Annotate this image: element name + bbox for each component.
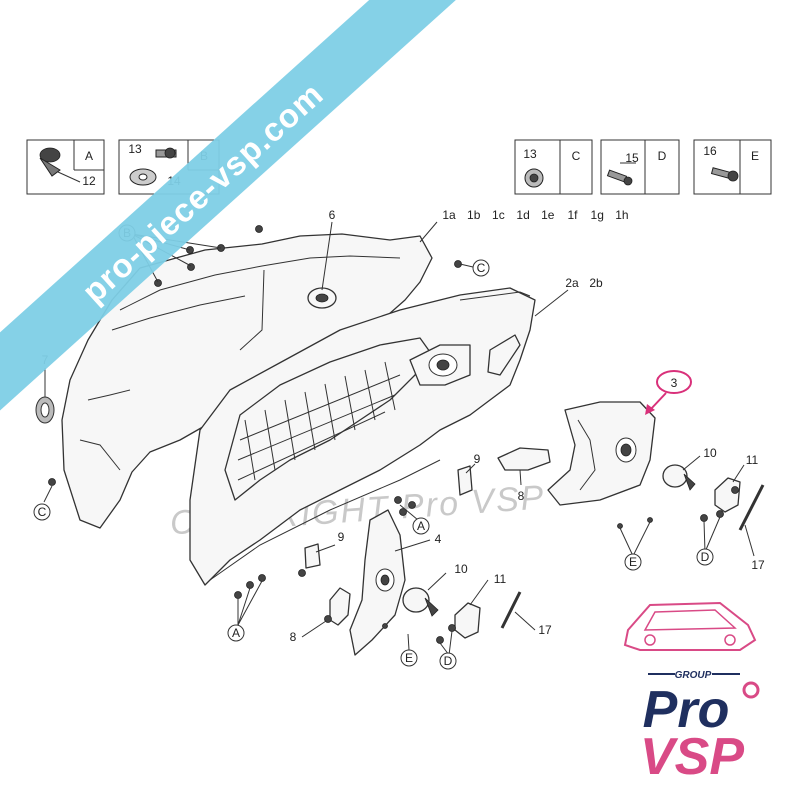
part-10-fog-lamp-right bbox=[662, 464, 696, 491]
variant-label-2a: 2a bbox=[565, 276, 579, 290]
part-17-rod-low bbox=[500, 591, 522, 629]
legend-letter-a: A bbox=[85, 149, 93, 163]
part-4-bracket bbox=[349, 509, 406, 656]
label-9-left: 9 bbox=[338, 530, 345, 544]
variant-label-2b: 2b bbox=[589, 276, 603, 290]
label-8-right: 8 bbox=[518, 489, 525, 503]
label-3: 3 bbox=[671, 376, 678, 390]
highlight-part-3: 3 bbox=[645, 370, 692, 415]
part-11-bracket-low bbox=[454, 602, 481, 639]
part-10-fog-lamp-low bbox=[402, 587, 439, 617]
legend-box-a: A 12 bbox=[26, 139, 105, 195]
label-8-left: 8 bbox=[290, 630, 297, 644]
part-17-rod-right bbox=[738, 484, 765, 531]
legend-box-c: 13 C bbox=[514, 139, 593, 195]
label-11-right: 11 bbox=[746, 453, 759, 467]
legend-letter-e: E bbox=[751, 149, 759, 163]
label-11-low: 11 bbox=[494, 572, 507, 586]
label-10-right: 10 bbox=[703, 446, 717, 460]
rivet-icon bbox=[606, 169, 633, 186]
svg-text:D: D bbox=[701, 550, 710, 564]
svg-text:E: E bbox=[629, 555, 637, 569]
callout-a-mid: A bbox=[412, 517, 430, 535]
part-9-right-bracket bbox=[457, 465, 473, 496]
label-4: 4 bbox=[435, 532, 442, 546]
label-17-right: 17 bbox=[751, 558, 765, 572]
variant-label-1h: 1h bbox=[615, 208, 628, 222]
legend-box-e: 16 E bbox=[693, 139, 772, 195]
part-11-bracket-right bbox=[714, 477, 741, 513]
variant-label-1g: 1g bbox=[591, 208, 604, 222]
variant-labels-1: 1a 1b 1c 1d 1e 1f 1g 1h bbox=[442, 208, 628, 222]
gear-icon bbox=[742, 681, 760, 699]
variant-label-1e: 1e bbox=[541, 208, 555, 222]
callout-e-low: E bbox=[400, 649, 418, 667]
variant-label-1c: 1c bbox=[492, 208, 505, 222]
callout-c-left: C bbox=[33, 503, 51, 521]
part-3-bracket bbox=[547, 401, 656, 506]
fasteners bbox=[48, 225, 739, 644]
label-9-right: 9 bbox=[474, 452, 481, 466]
lower-bumper-cover bbox=[189, 287, 536, 586]
part-8-left-bracket bbox=[329, 587, 351, 626]
push-clip-icon bbox=[39, 147, 61, 177]
legend-box-d: 15 D bbox=[600, 139, 680, 195]
label-17-low: 17 bbox=[538, 623, 552, 637]
variant-label-1f: 1f bbox=[567, 208, 578, 222]
rivet-nut-icon bbox=[524, 168, 544, 188]
variant-label-1d: 1d bbox=[516, 208, 529, 222]
callout-d-low: D bbox=[439, 652, 457, 670]
washer-icon bbox=[129, 168, 157, 186]
label-10-low: 10 bbox=[454, 562, 468, 576]
variant-label-1b: 1b bbox=[467, 208, 481, 222]
legend-letter-c: C bbox=[572, 149, 581, 163]
provsp-logo: GROUP Pro VSP bbox=[623, 601, 760, 786]
callout-d-right: D bbox=[696, 548, 714, 566]
car-silhouette-icon bbox=[623, 601, 757, 651]
svg-text:A: A bbox=[232, 626, 240, 640]
legend-part-12: 12 bbox=[82, 174, 96, 188]
part-7-clip bbox=[35, 396, 55, 424]
variant-label-1a: 1a bbox=[442, 208, 456, 222]
legend-letter-d: D bbox=[658, 149, 667, 163]
bolt-icon bbox=[710, 167, 739, 182]
logo-top-word: GROUP bbox=[675, 670, 712, 681]
legend-part-16: 16 bbox=[703, 144, 717, 158]
svg-text:C: C bbox=[477, 261, 486, 275]
part-8-right-bracket bbox=[497, 447, 551, 471]
legend-part-13-c: 13 bbox=[523, 147, 537, 161]
logo-line-2: VSP bbox=[640, 728, 744, 786]
legend-part-13: 13 bbox=[128, 142, 142, 156]
callout-e-right: E bbox=[624, 553, 642, 571]
svg-text:D: D bbox=[444, 654, 453, 668]
part-9-left-bracket bbox=[304, 543, 321, 569]
svg-text:C: C bbox=[38, 505, 47, 519]
screw-icon bbox=[155, 147, 177, 159]
legend-part-15: 15 bbox=[625, 151, 639, 165]
svg-text:A: A bbox=[417, 519, 425, 533]
callout-c-top: C bbox=[472, 259, 490, 277]
logo-line-1: Pro bbox=[643, 681, 730, 739]
variant-labels-2: 2a 2b bbox=[565, 276, 603, 290]
svg-text:E: E bbox=[405, 651, 413, 665]
callout-a-low: A bbox=[227, 624, 245, 642]
label-6: 6 bbox=[329, 208, 336, 222]
